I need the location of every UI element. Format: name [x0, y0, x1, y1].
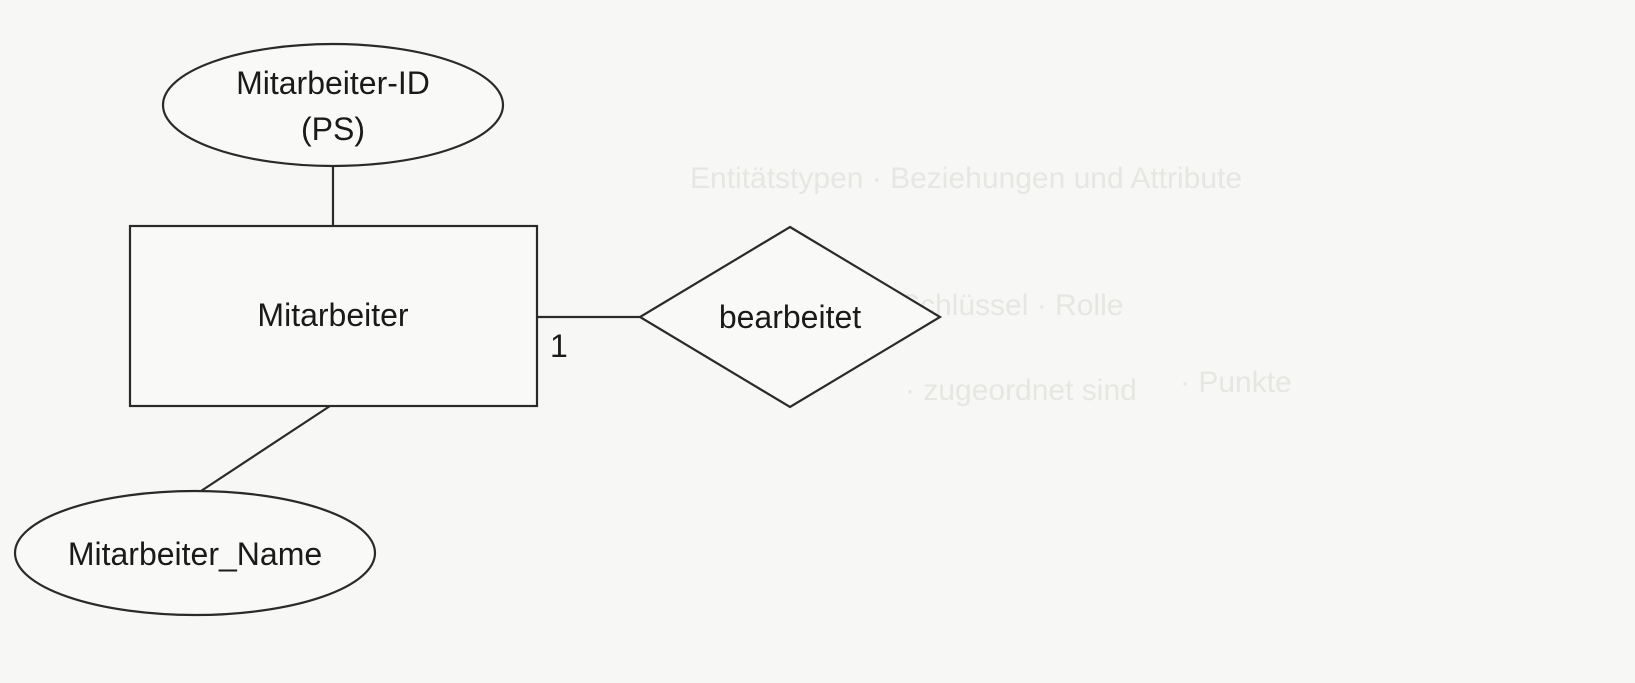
- background-bleed-through: Entitätstypen · Beziehungen und Attribut…: [690, 162, 1292, 407]
- entity-mitarbeiter: [128, 224, 539, 408]
- relationship-bearbeitet: [637, 225, 943, 409]
- cardinality-label: 1: [550, 328, 568, 364]
- entity-mitarbeiter-label: Mitarbeiter: [257, 297, 409, 333]
- svg-text:· zugeordnet sind: · zugeordnet sind: [905, 374, 1137, 407]
- svg-text:Entitätstypen · Beziehungen un: Entitätstypen · Beziehungen und Attribut…: [690, 162, 1242, 195]
- attribute-mitarbeiter-id-label-line1: Mitarbeiter-ID: [236, 65, 430, 101]
- connector-entity-to-name: [197, 405, 331, 494]
- attribute-mitarbeiter-name: [13, 489, 377, 617]
- svg-text:· Punkte: · Punkte: [1180, 366, 1292, 399]
- attribute-mitarbeiter-name-label: Mitarbeiter_Name: [68, 536, 322, 572]
- relationship-bearbeitet-label: bearbeitet: [719, 299, 861, 335]
- attribute-mitarbeiter-id: [161, 42, 505, 168]
- attribute-mitarbeiter-id-label-line2: (PS): [301, 111, 365, 147]
